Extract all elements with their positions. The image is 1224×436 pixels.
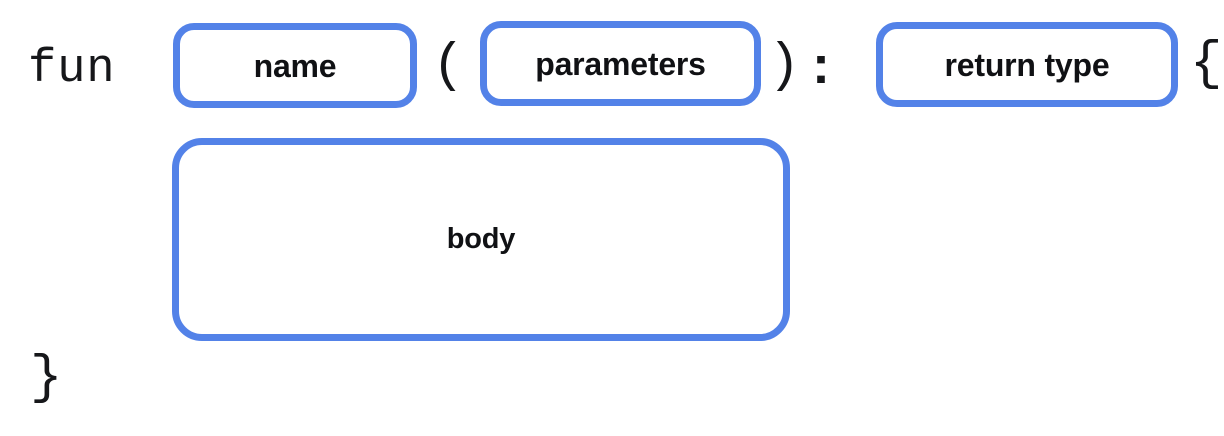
open-paren-token: ( — [432, 36, 465, 97]
slot-return-type[interactable]: return type — [876, 22, 1178, 107]
close-paren-token: ) — [768, 36, 801, 97]
slot-parameters-label: parameters — [535, 45, 706, 82]
fun-keyword: fun — [28, 43, 116, 96]
slot-name[interactable]: name — [173, 23, 417, 108]
slot-body[interactable]: body — [172, 138, 790, 341]
close-brace-token: } — [30, 348, 63, 409]
colon-token: : — [812, 35, 830, 95]
open-brace-token: { — [1190, 34, 1223, 95]
slot-parameters[interactable]: parameters — [480, 21, 761, 106]
slot-body-label: body — [446, 223, 516, 255]
slot-return-type-label: return type — [944, 46, 1110, 83]
slot-name-label: name — [253, 47, 337, 84]
